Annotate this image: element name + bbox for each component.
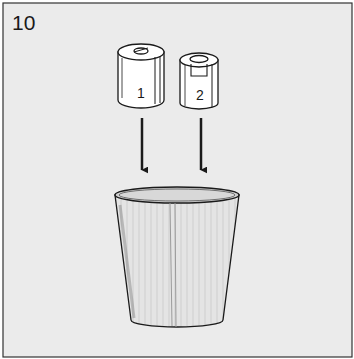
insert-arrow <box>141 118 144 170</box>
filter-basket <box>115 187 239 327</box>
filter-part-2 <box>180 53 218 109</box>
filter-part-1 <box>118 44 164 108</box>
insert-arrow <box>200 118 203 170</box>
step-number: 10 <box>12 12 35 33</box>
callout-number: 1 <box>137 86 145 100</box>
callout-number: 2 <box>196 88 204 102</box>
